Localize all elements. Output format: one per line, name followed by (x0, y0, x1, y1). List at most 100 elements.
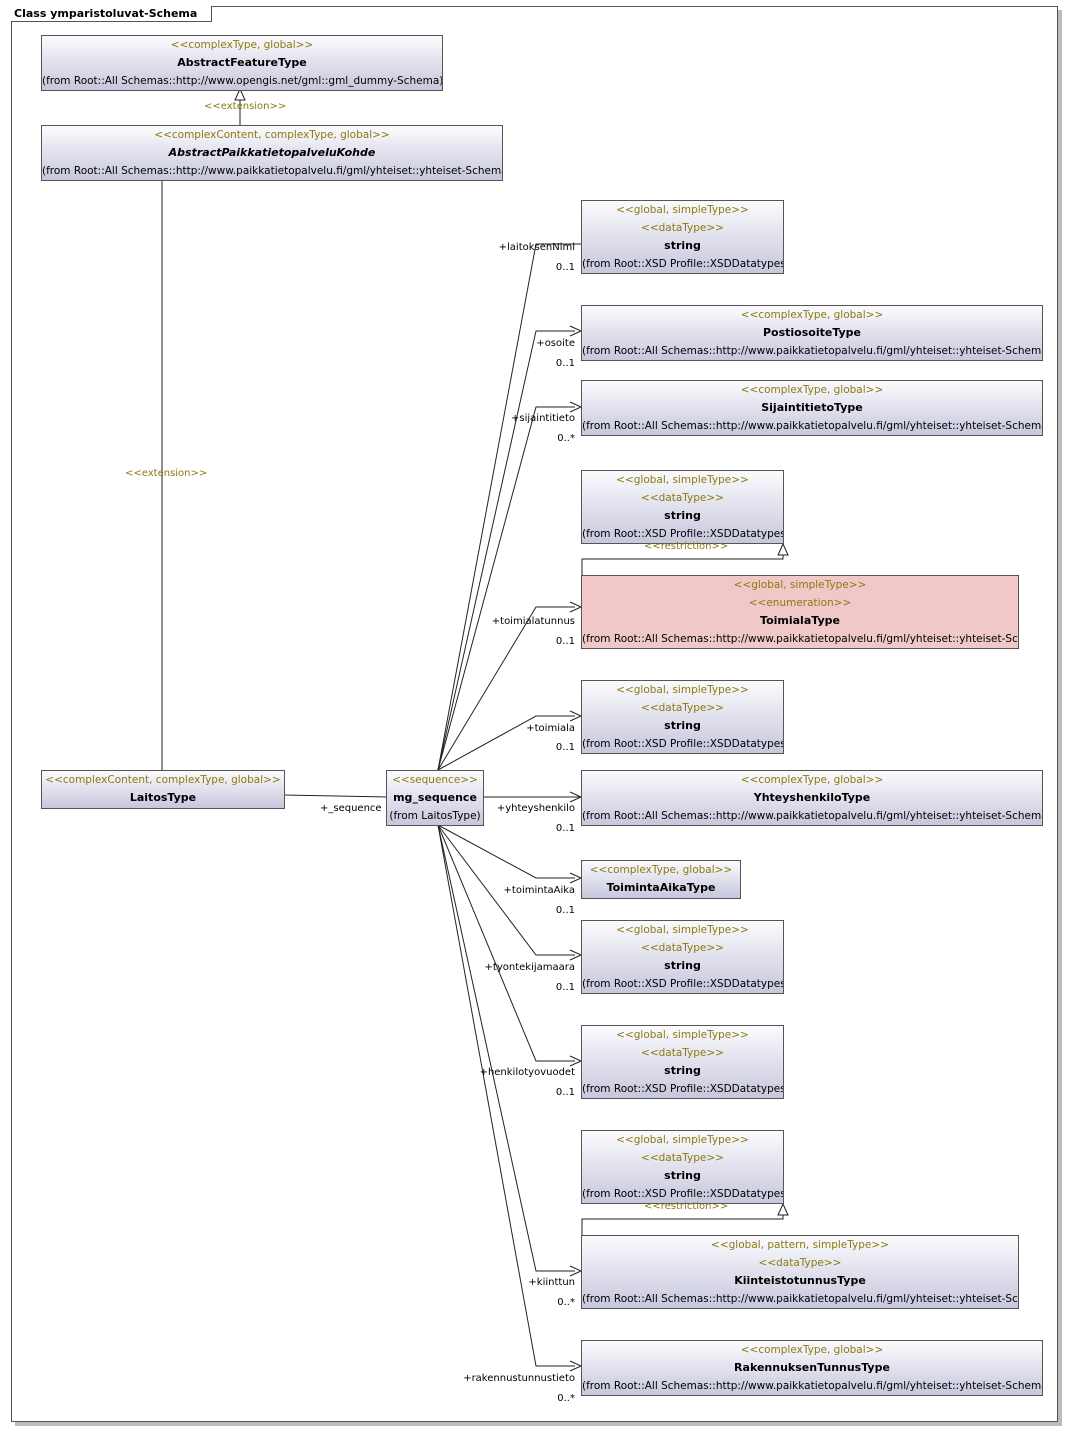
stereotype-label: <<complexType, global>> (170, 39, 314, 51)
stereotype-label-2: <<dataType>> (641, 942, 724, 954)
class-abstract-paikkatietopalvelu-kohde[interactable]: <<complexContent, complexType, global>> … (41, 125, 503, 181)
multiplicity-label: 0..1 (555, 262, 575, 273)
stereotype-label: <<complexType, global>> (740, 384, 884, 396)
class-abstract-feature-type[interactable]: <<complexType, global>> AbstractFeatureT… (41, 35, 443, 91)
class-string-5[interactable]: <<global, simpleType>> <<dataType>> stri… (581, 1025, 784, 1099)
role-label: +toimintaAika (503, 885, 575, 896)
class-name: string (664, 1064, 701, 1077)
class-name: string (664, 1169, 701, 1182)
package-path: (from LaitosType) (389, 810, 481, 822)
stereotype-label: <<sequence>> (392, 774, 478, 786)
multiplicity-label: 0..1 (555, 636, 575, 647)
multiplicity-label: 0..* (557, 1297, 575, 1308)
role-label: +osoite (536, 338, 575, 349)
multiplicity-label: 0..1 (555, 982, 575, 993)
class-string-1[interactable]: <<global, simpleType>> <<dataType>> stri… (581, 200, 784, 274)
stereotype-label: <<complexType, global>> (740, 1344, 884, 1356)
class-laitos-type[interactable]: <<complexContent, complexType, global>> … (41, 770, 285, 809)
class-name: KiinteistotunnusType (734, 1274, 866, 1287)
class-yhteyshenkilo-type[interactable]: <<complexType, global>> YhteyshenkiloTyp… (581, 770, 1043, 826)
package-path: (from Root::XSD Profile::XSDDatatypes) (582, 258, 783, 270)
stereotype-label: <<global, simpleType>> (616, 1134, 749, 1146)
class-toiminta-aika-type[interactable]: <<complexType, global>> ToimintaAikaType (581, 860, 741, 899)
package-path: (from Root::All Schemas::http://www.paik… (582, 1293, 1018, 1305)
class-name: string (664, 959, 701, 972)
role-label: +laitoksenNimi (498, 242, 575, 253)
role-label: +toimialatunnus (491, 616, 575, 627)
package-path: (from Root::All Schemas::http://www.paik… (42, 165, 502, 177)
restriction-label: <<restriction>> (644, 541, 729, 552)
class-name: AbstractFeatureType (177, 56, 307, 69)
multiplicity-label: 0..1 (555, 742, 575, 753)
class-mg-sequence[interactable]: <<sequence>> mg_sequence (from LaitosTyp… (386, 770, 484, 826)
extension-label: <<extension>> (125, 468, 208, 479)
package-path: (from Root::XSD Profile::XSDDatatypes) (582, 1188, 783, 1200)
package-path: (from Root::XSD Profile::XSDDatatypes) (582, 528, 783, 540)
extension-label: <<extension>> (204, 101, 287, 112)
class-toimiala-type[interactable]: <<global, simpleType>> <<enumeration>> T… (581, 575, 1019, 649)
stereotype-label-2: <<dataType>> (641, 1152, 724, 1164)
role-label: +kiinttun (528, 1277, 575, 1288)
class-string-6[interactable]: <<global, simpleType>> <<dataType>> stri… (581, 1130, 784, 1204)
package-path: (from Root::All Schemas::http://www.paik… (582, 345, 1042, 357)
package-path: (from Root::All Schemas::http://www.paik… (582, 1380, 1042, 1392)
stereotype-label-2: <<dataType>> (641, 702, 724, 714)
class-string-4[interactable]: <<global, simpleType>> <<dataType>> stri… (581, 920, 784, 994)
package-path: (from Root::All Schemas::http://www.paik… (582, 810, 1042, 822)
class-kiinteistotunnus-type[interactable]: <<global, pattern, simpleType>> <<dataTy… (581, 1235, 1019, 1309)
role-label: +tyontekijamaara (484, 962, 575, 973)
stereotype-label-2: <<dataType>> (758, 1257, 842, 1269)
stereotype-label: <<global, simpleType>> (616, 1029, 749, 1041)
stereotype-label: <<global, simpleType>> (616, 924, 749, 936)
class-name: YhteyshenkiloType (753, 791, 871, 804)
class-string-2[interactable]: <<global, simpleType>> <<dataType>> stri… (581, 470, 784, 544)
role-label: +henkilotyovuodet (479, 1067, 575, 1078)
stereotype-label: <<global, simpleType>> (616, 474, 749, 486)
class-name: ToimintaAikaType (606, 881, 716, 894)
class-name: mg_sequence (393, 791, 477, 804)
stereotype-label-2: <<enumeration>> (748, 597, 852, 609)
stereotype-label: <<global, simpleType>> (616, 204, 749, 216)
role-label: +rakennustunnustieto (463, 1373, 575, 1384)
package-path: (from Root::All Schemas::http://www.paik… (582, 633, 1018, 645)
role-label: +sijaintitieto (511, 413, 575, 424)
restriction-label: <<restriction>> (644, 1201, 729, 1212)
stereotype-label-2: <<dataType>> (641, 222, 724, 234)
class-name: string (664, 509, 701, 522)
stereotype-label: <<complexType, global>> (740, 774, 884, 786)
multiplicity-label: 0..1 (555, 823, 575, 834)
stereotype-label-2: <<dataType>> (641, 1047, 724, 1059)
stereotype-label: <<complexType, global>> (589, 864, 733, 876)
class-name: PostiosoiteType (762, 326, 862, 339)
multiplicity-label: 0..1 (555, 358, 575, 369)
class-name: SijaintitietoType (761, 401, 863, 414)
sequence-role-label: +_sequence (320, 803, 382, 814)
class-sijaintitieto-type[interactable]: <<complexType, global>> SijaintitietoTyp… (581, 380, 1043, 436)
role-label: +yhteyshenkilo (496, 803, 575, 814)
multiplicity-label: 0..* (557, 433, 575, 444)
class-rakennuksen-tunnus-type[interactable]: <<complexType, global>> RakennuksenTunnu… (581, 1340, 1043, 1396)
stereotype-label: <<global, simpleType>> (616, 684, 749, 696)
class-postiosoite-type[interactable]: <<complexType, global>> PostiosoiteType … (581, 305, 1043, 361)
stereotype-label: <<global, simpleType>> (733, 579, 867, 591)
class-name: LaitosType (129, 791, 197, 804)
stereotype-label: <<complexType, global>> (740, 309, 884, 321)
package-path: (from Root::XSD Profile::XSDDatatypes) (582, 738, 783, 750)
multiplicity-label: 0..* (557, 1393, 575, 1404)
stereotype-label-2: <<dataType>> (641, 492, 724, 504)
class-name: RakennuksenTunnusType (734, 1361, 890, 1374)
diagram-frame (11, 6, 1058, 1422)
stereotype-label: <<complexContent, complexType, global>> (45, 774, 281, 786)
package-path: (from Root::XSD Profile::XSDDatatypes) (582, 1083, 783, 1095)
package-path: (from Root::All Schemas::http://www.paik… (582, 420, 1042, 432)
stereotype-label: <<global, pattern, simpleType>> (711, 1239, 889, 1251)
stereotype-label: <<complexContent, complexType, global>> (154, 129, 390, 141)
class-name: AbstractPaikkatietopalveluKohde (168, 146, 376, 159)
class-string-3[interactable]: <<global, simpleType>> <<dataType>> stri… (581, 680, 784, 754)
class-name: string (664, 239, 701, 252)
package-path: (from Root::All Schemas::http://www.open… (42, 75, 442, 87)
multiplicity-label: 0..1 (555, 1087, 575, 1098)
class-name: ToimialaType (760, 614, 840, 627)
role-label: +toimiala (526, 723, 575, 734)
